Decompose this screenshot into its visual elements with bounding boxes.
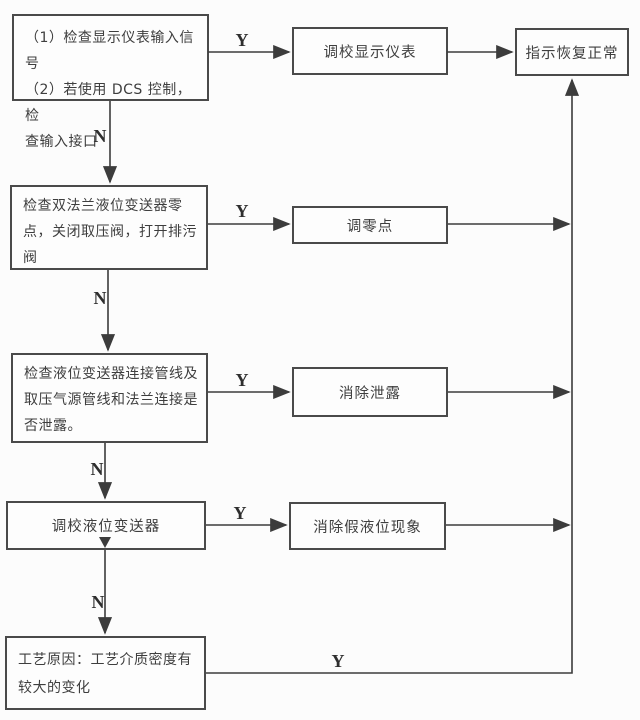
node-eliminate-false-level: 消除假液位现象: [289, 502, 446, 550]
node-process-cause: 工艺原因：工艺介质密度有 较大的变化: [5, 636, 206, 710]
node-calibrate-transmitter: 调校液位变送器: [6, 501, 206, 550]
node-text: 消除泄露: [339, 385, 401, 402]
edge-label-yes: Y: [233, 503, 247, 523]
edge-label-yes: Y: [331, 651, 345, 671]
node-text-line: 否泄露。: [24, 418, 82, 434]
node-text: 调校显示仪表: [323, 44, 417, 61]
node-check-leakage: 检查液位变送器连接管线及 取压气源管线和法兰连接是 否泄露。: [11, 353, 208, 443]
node-check-zero-point: 检查双法兰液位变送器零 点，关闭取压阀，打开排污 阀: [10, 185, 208, 270]
edge-label-no: N: [90, 459, 104, 479]
node-calibrate-display: 调校显示仪表: [292, 27, 448, 75]
edge-label-yes: Y: [235, 201, 249, 221]
node-text: 调校液位变送器: [51, 519, 161, 535]
node-text-line: 查输入接口: [25, 134, 98, 150]
node-text-line: 检查双法兰液位变送器零: [23, 198, 183, 214]
node-text-line: 取压气源管线和法兰连接是: [24, 392, 198, 408]
node-text-line: 点，关闭取压阀，打开排污: [23, 224, 197, 240]
node-text: 调零点: [346, 218, 394, 235]
edge-label-no: N: [91, 592, 105, 612]
node-text-line: 较大的变化: [18, 680, 91, 696]
node-text-line: 阀: [23, 250, 38, 266]
node-eliminate-leakage: 消除泄露: [292, 367, 448, 417]
node-indication-restored: 指示恢复正常: [515, 28, 629, 76]
node-text-line: （2）若使用 DCS 控制，检: [25, 82, 192, 124]
edge-label-no: N: [93, 288, 107, 308]
node-text-line: 检查液位变送器连接管线及: [24, 366, 198, 382]
node-text: 指示恢复正常: [525, 45, 619, 62]
node-text-line: 工艺原因：工艺介质密度有: [18, 652, 192, 668]
node-text-line: （1）检查显示仪表输入信号: [25, 30, 194, 72]
node-check-display-input: （1）检查显示仪表输入信号 （2）若使用 DCS 控制，检 查输入接口: [12, 14, 209, 150]
edge-label-yes: Y: [235, 370, 249, 390]
edge-label-no: N: [93, 126, 107, 146]
node-adjust-zero: 调零点: [292, 206, 448, 244]
edge-label-yes: Y: [235, 30, 249, 50]
node-text: 消除假液位现象: [313, 519, 422, 536]
